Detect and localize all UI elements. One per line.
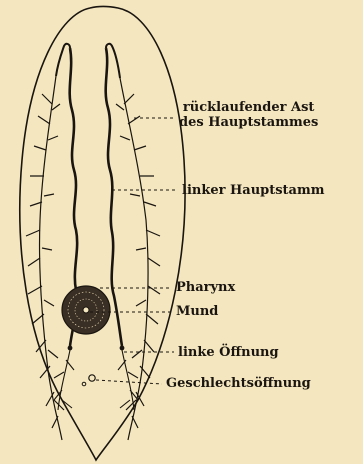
label-linke-oeffnung: linke Öffnung [178,345,279,360]
genital-opening-small [82,382,86,386]
label-linker-hauptstamm: linker Hauptstamm [182,183,325,198]
label-ruecklaufender-ast-line2: des Hauptstammes [179,115,318,130]
leader-lines [90,118,178,384]
label-ruecklaufender-ast-line1: rücklaufender Ast [179,100,318,115]
label-pharynx: Pharynx [176,280,235,295]
left-trunk-top-hook [56,44,70,76]
left-returning-branch [26,76,64,440]
body-outline [20,7,185,461]
left-trunk-end [68,346,73,351]
genital-opening [89,375,95,381]
mouth [83,307,89,313]
right-trunk-end [120,346,125,351]
label-ruecklaufender-ast: rücklaufender Ast des Hauptstammes [179,100,318,130]
label-geschlechtsoeffnung: Geschlechtsöffnung [166,376,311,391]
label-mund: Mund [176,304,218,319]
right-returning-branch [116,78,160,440]
